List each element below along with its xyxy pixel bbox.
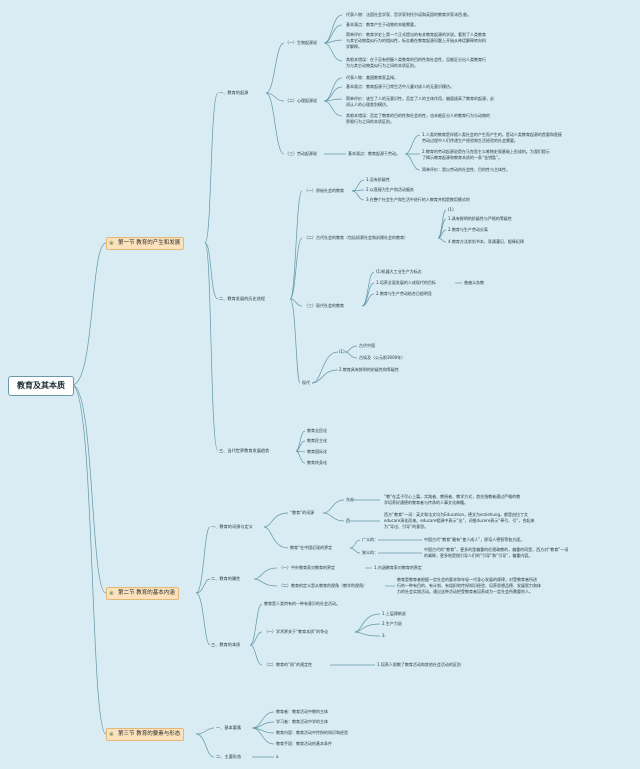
ess1-item: 3. (382, 633, 386, 638)
era-item: (1) (339, 349, 345, 354)
east-line: 学培养好通德的教育者与传承的人事文化典籍。 (384, 500, 468, 505)
east-line: “教”在孟子尽心上篇，实践者、教授者、教学方式，首先指教者通过严格的教 (384, 494, 521, 499)
element-item: 教育内容：教育活动中传授的知识和经验 (276, 730, 348, 735)
bio-line: 为与其它动物类似行为之间的本质区别。 (346, 63, 418, 68)
section-label: 第二节 教育的基本内涵 (118, 590, 175, 596)
node-ess2[interactable]: （二）教育的“质”的规定性 (264, 662, 313, 667)
modern-item: 2.教育与生产劳动结合日趋明显 (376, 291, 432, 296)
labor-line: 2.教育的劳动起源说是在马克思主义唯物史观基础上形成的。为我们提示 (422, 149, 550, 154)
labor-line: 简单评价：是以劳动的社会性、目的性与主体性。 (422, 167, 510, 172)
node-history[interactable]: 二、教育发展的历史进程 (219, 296, 266, 301)
section-node-2[interactable]: ❀ 第二节 教育的基本内涵 (106, 587, 179, 600)
ancient-item: 2.教育与生产劳动分离 (448, 227, 488, 232)
trend-item: 教育终身化 (307, 460, 327, 465)
node-bio[interactable]: （一）生物起源说 (285, 40, 317, 45)
west-line: 西方“教育”一词：英文和法文均为Education，德文为erziehung，都… (384, 512, 528, 517)
node-labor[interactable]: （三）劳动起源说 (285, 151, 317, 156)
narrow-label: 狭义的： (362, 550, 378, 555)
trend-item: 教育民主化 (307, 438, 327, 443)
labor-line: 1.人类的教育是伴随人类社会的产生而产生的。是动人类教育起源的首要和直接 (422, 132, 562, 137)
attr1-text: 1.内涵教育家对教育的界定 (374, 565, 422, 570)
broad-text: 中国古代“教育”最有“使人成人”，即培人德智等各方面。 (424, 537, 525, 542)
era-item: 2.教育具有鲜明的阶级性和等级性 (339, 367, 399, 372)
section-label: 第一节 教育的产生和发展 (118, 240, 181, 246)
leaf-icon: ❀ (109, 731, 115, 738)
psy-line: 基本观点：教育起源于日常生活中儿童对成人的无意识模仿。 (346, 84, 454, 89)
psy-line: 界限行为之间的本质区别。 (346, 119, 394, 124)
ess1-item: 1.上层建筑说 (382, 611, 406, 616)
node-concept[interactable]: 一、教育的词源与定义 (211, 524, 253, 529)
primitive-item: 1.没有阶级性 (366, 177, 390, 182)
ancient-item: 4.教育方法崇尚书本、背诵灌记、棍棒纪律 (448, 239, 524, 244)
root-node[interactable]: 教育及其本质 (8, 376, 74, 396)
labor-basic: 基本观点：教育起源于劳动。 (348, 151, 400, 156)
section-node-3[interactable]: ❀ 第三节 教育的要素与形态 (106, 728, 185, 741)
node-etym[interactable]: “教育”的词源 (290, 510, 315, 515)
era-item: 古代中国 (359, 343, 375, 348)
west-line: educare演化而来。educare相源中表示“出”，词根ducere表示“牵… (384, 518, 535, 523)
trend-item: 教育国际化 (307, 449, 327, 454)
west-label: 西 (346, 518, 350, 523)
psy-line: 代表人物：美国教育家孟禄。 (346, 75, 398, 80)
node-attr1[interactable]: （一）中外教育家对教育的界定 (279, 565, 335, 570)
node-trend[interactable]: 三、当代世界教育发展趋势 (219, 448, 270, 453)
primitive-item: 3.在整个社会生产和生活中进行的人教育并相是教用模式的 (366, 197, 470, 202)
node-modern-era[interactable]: 现代 (302, 380, 310, 385)
psy-line: 须认人的心理差别模仿。 (346, 102, 390, 107)
forms-item: a (276, 754, 279, 759)
modern-item: (1)机器大工业生产为标志 (376, 269, 422, 274)
bio-line: 代表人物：法国社会学家、哲学家利托尔诺和英国的教育学家沛西·能。 (346, 12, 472, 17)
ancient-item: 1.具有鲜明的阶级性与严格的等级性 (448, 216, 512, 221)
element-item: 教育手段：教育活动的基本条件 (276, 741, 332, 746)
bio-line: 学解释。 (346, 44, 362, 49)
attr2-line: 行的一种有目的、有计划、有组织地传授知识经验、培养思想品德、发展智力和体 (397, 583, 541, 588)
attr2-line: 教育是教育者根据一定社会的要求和年轻一代身心发展的规律，对受教育者所进 (397, 577, 537, 582)
node-essence[interactable]: 三、教育的本质 (211, 642, 241, 647)
node-ess1[interactable]: （一）学术界关于“教育本质”的争论 (264, 629, 329, 634)
node-origin[interactable]: 一、教育的起源 (219, 90, 249, 95)
node-primitive[interactable]: （一）原始社会的教育 (304, 188, 344, 193)
era-item: 古埃及（公元前3000年） (359, 355, 406, 360)
ess1-item: 2.生产力说 (382, 621, 402, 626)
west-line: 为“导出、引导”的意思。 (384, 524, 429, 529)
node-ancient[interactable]: （二）古代社会的教育（包括奴隶社会和封建社会的教育） (304, 235, 408, 240)
labor-line: 劳动过程中人们传递生产经验和生活经验的社会需要。 (422, 138, 518, 143)
ess2-text: 1.培养人即教了教育活动和其他社会活动的区别 (377, 662, 461, 667)
node-attr[interactable]: 二、教育的属性 (211, 576, 241, 581)
bio-line: 简单评价：教育学史上第一个正式提出的有关教育起源的学说。看到了人类教育 (346, 32, 486, 37)
section-label: 第三节 教育的要素与形态 (118, 731, 181, 737)
node-modern[interactable]: （三）现代社会的教育 (304, 303, 344, 308)
essence-top: 教育是人类特有的一种有意识的社会活动。 (264, 601, 340, 606)
section-node-1[interactable]: ❀ 第一节 教育的产生和发展 (106, 237, 185, 250)
bio-line: 与其它动物类似行为的相似性，标志着在教育起源问题上开始从神话解释转向科 (346, 38, 486, 43)
node-def[interactable]: 教育“在中国近现的界定 (290, 545, 333, 550)
modern-side: 普遍义务教 (464, 280, 484, 285)
node-elements[interactable]: 一、基本要素 (216, 725, 242, 730)
narrow-line: 中国古代的“教育”，更多的是偏重的伦理政教的，偏重的同是，西方对“教育”一词 (424, 547, 569, 552)
psy-line: 简单评价：该生了人的无意识性，否定了人的主体作用，偏面拔高了教育的起源，必 (346, 96, 494, 101)
ancient-item: (1) (448, 207, 454, 212)
attr2-line: 力的社会实践活动。通过这种活动把受教育者培养成为一定社会所需要的人。 (397, 589, 533, 594)
element-item: 教育者：教育活动中教的主体 (276, 709, 328, 714)
bio-line: 基本观点：教育产生于动物的本能需要。 (346, 22, 418, 27)
element-item: 学习者：教育活动中学的主体 (276, 719, 328, 724)
modern-item: 1.培养全面发展的人成现代的目标 (376, 280, 436, 285)
primitive-item: 2.以直接为生产和活动服务 (366, 187, 414, 192)
narrow-line: 的阐释，更多地是指引导人们的“引导”和“引导”，偏重内容。 (424, 553, 533, 558)
leaf-icon: ❀ (109, 240, 115, 247)
leaf-icon: ❀ (109, 590, 115, 597)
bio-line: 其根本错误：在于没有把握人类教育的目的性和社会性，没能区分出人类教育行 (346, 57, 486, 62)
psy-line: 其根本错误：否定了教育的目的性和社会的性，也未能区分人的教育行为与动物的 (346, 113, 490, 118)
broad-label: 广义的： (362, 537, 378, 542)
node-forms[interactable]: 二、主要形态 (216, 754, 242, 759)
labor-line: 了揭示教育起源和教育本质的一条“金钥匙”。 (422, 155, 503, 160)
trend-item: 教育全民化 (307, 428, 327, 433)
node-attr2[interactable]: （二）教育的定义是从教育的视角（教学的视角） (279, 583, 367, 588)
east-label: 东方 (346, 497, 354, 502)
node-psy[interactable]: （二）心理起源说 (285, 98, 317, 103)
